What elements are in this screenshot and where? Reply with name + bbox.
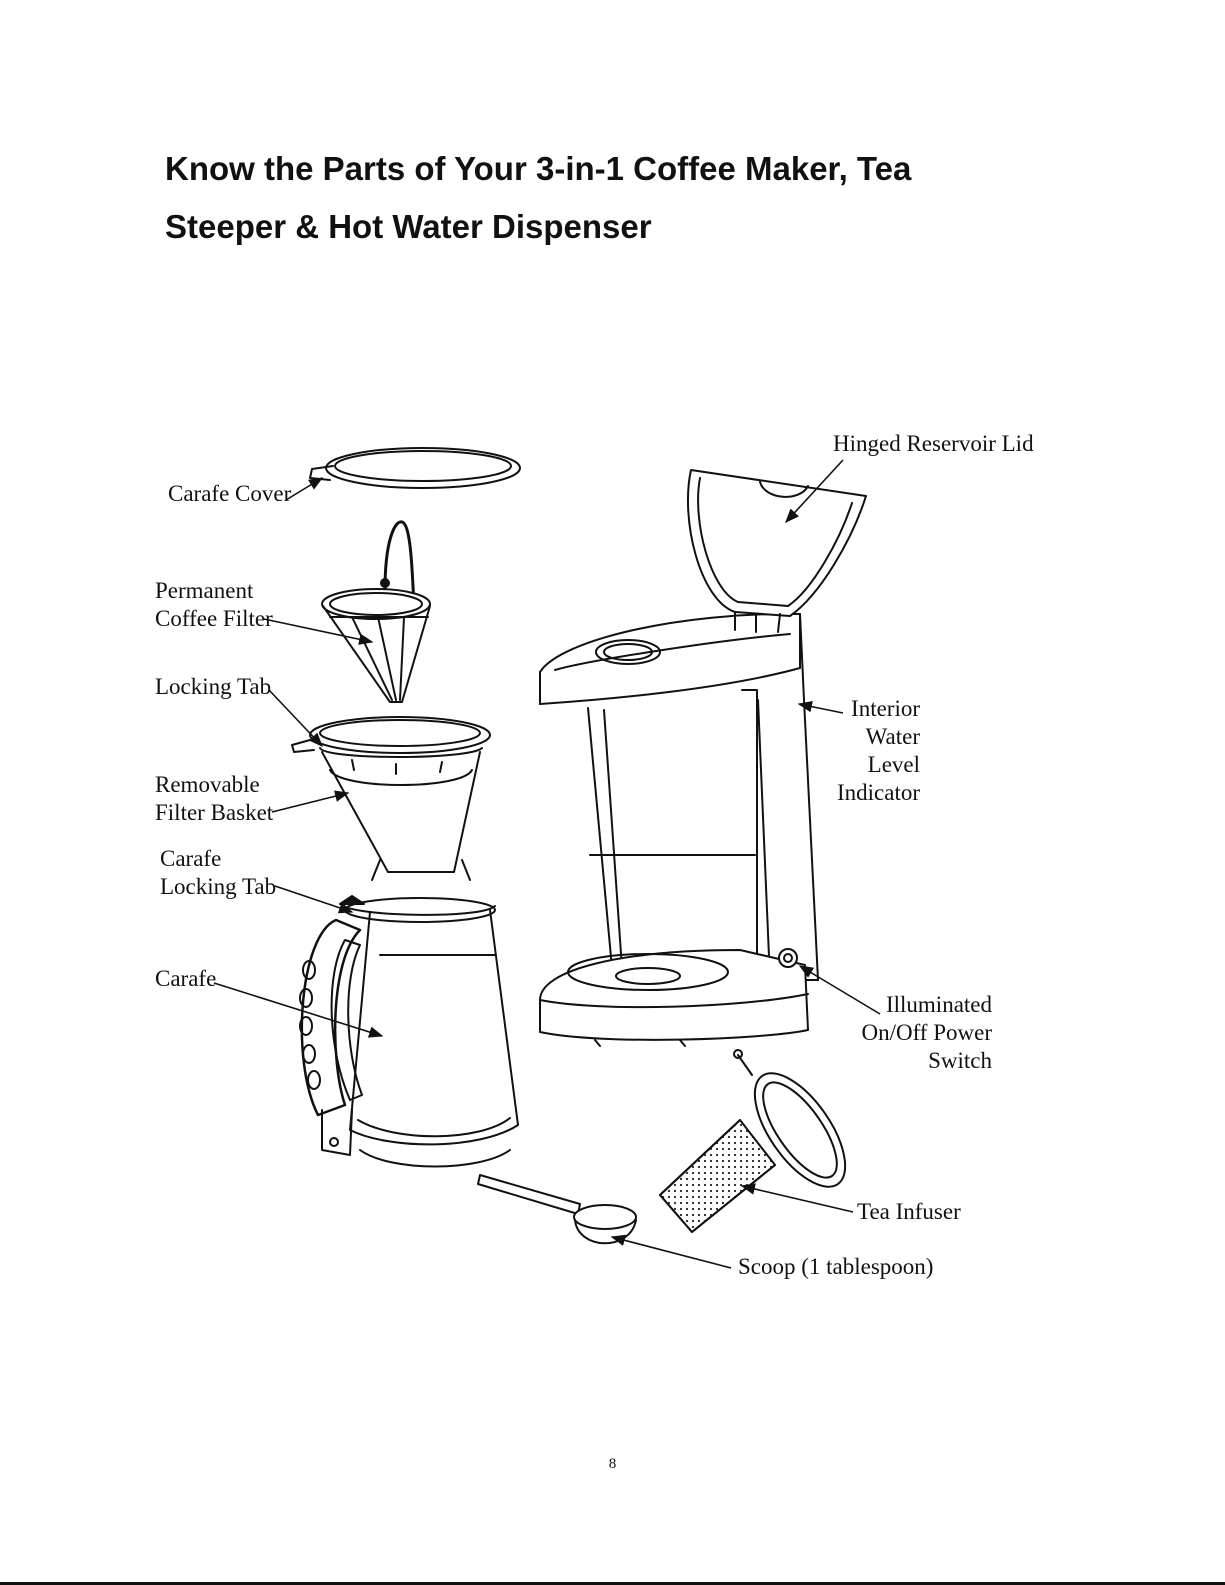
- leader-power-switch: [800, 966, 880, 1014]
- leader-permanent-filter: [264, 619, 372, 642]
- page-number: 8: [0, 1456, 1225, 1473]
- leader-removable-basket: [272, 793, 348, 812]
- permanent-filter-illustration: [322, 522, 430, 702]
- carafe-illustration: [300, 896, 518, 1167]
- label-locking-tab: Locking Tab: [155, 674, 271, 699]
- label-scoop: Scoop (1 tablespoon): [738, 1254, 933, 1279]
- label-carafe-locking-line1: Carafe: [160, 846, 221, 871]
- label-removable-basket-line2: Filter Basket: [155, 800, 274, 825]
- leader-interior-level: [799, 704, 843, 713]
- label-interior-line2: Water: [866, 724, 921, 749]
- leader-locking-tab: [269, 690, 322, 746]
- scoop-illustration: [478, 1175, 636, 1243]
- carafe-cover-illustration: [310, 448, 520, 488]
- label-carafe-locking-line2: Locking Tab: [160, 874, 276, 899]
- leader-carafe-locking-tab: [275, 886, 352, 912]
- label-carafe: Carafe: [155, 966, 216, 991]
- leader-carafe-cover: [286, 478, 322, 500]
- label-permanent-filter-line1: Permanent: [155, 578, 254, 603]
- label-carafe-cover: Carafe Cover: [168, 481, 292, 506]
- label-tea-infuser: Tea Infuser: [857, 1199, 961, 1224]
- leader-carafe: [214, 983, 382, 1036]
- label-hinged-lid: Hinged Reservoir Lid: [833, 431, 1034, 456]
- label-interior-line4: Indicator: [837, 780, 920, 805]
- label-removable-basket-line1: Removable: [155, 772, 260, 797]
- coffee-maker-illustration: [540, 614, 818, 1046]
- leader-tea-infuser: [742, 1186, 853, 1212]
- label-interior-line1: Interior: [851, 696, 920, 721]
- label-switch-line2: On/Off Power: [861, 1020, 992, 1045]
- filter-basket-illustration: [292, 717, 490, 880]
- label-switch-line1: Illuminated: [886, 992, 993, 1017]
- tea-infuser-illustration: [660, 1050, 862, 1232]
- label-interior-line3: Level: [868, 752, 920, 777]
- label-switch-line3: Switch: [928, 1048, 992, 1073]
- reservoir-lid-illustration: [688, 470, 866, 632]
- label-permanent-filter-line2: Coffee Filter: [155, 606, 273, 631]
- leader-scoop: [612, 1237, 731, 1268]
